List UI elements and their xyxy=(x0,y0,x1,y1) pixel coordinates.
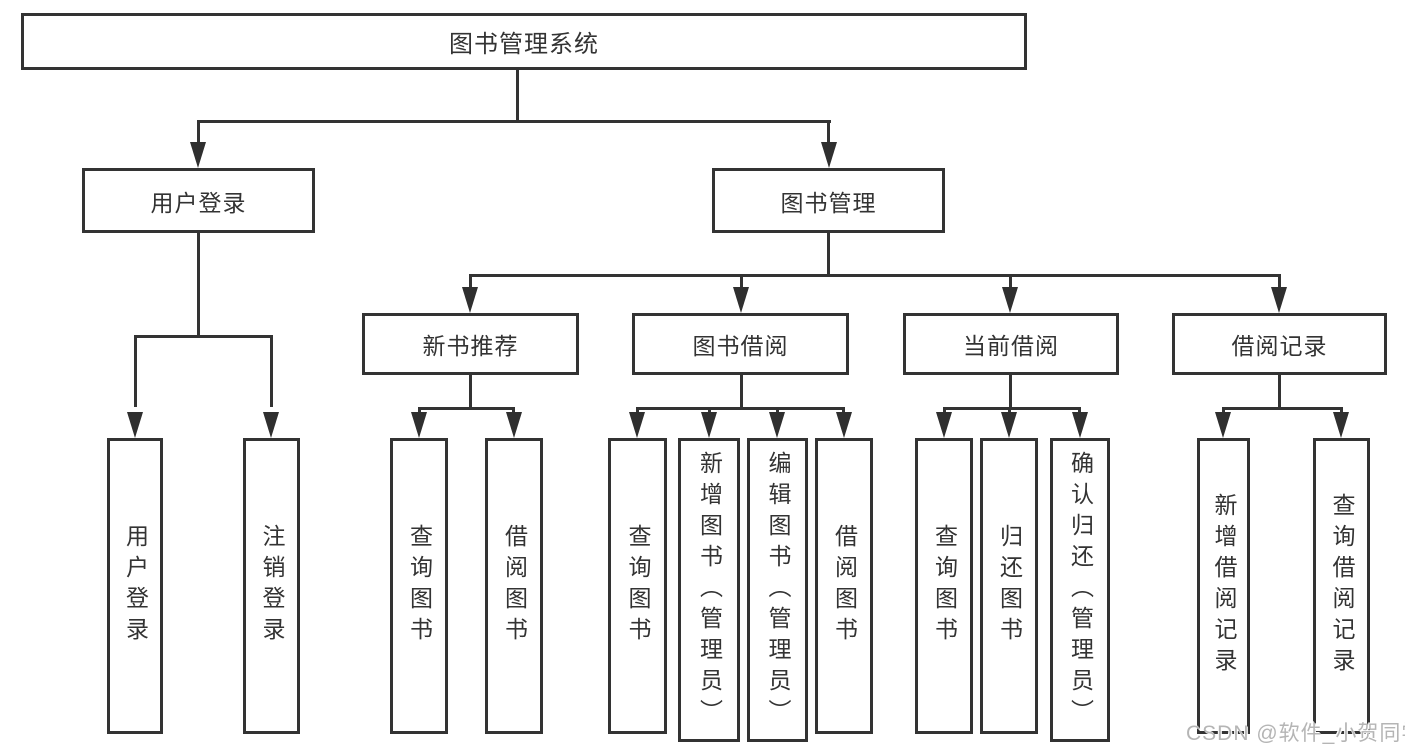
connector-drop-book-mgmt xyxy=(827,120,830,144)
connector-root-bus xyxy=(197,120,831,123)
connector-new-books-stem xyxy=(469,375,472,409)
node-borrowing: 图书借阅 xyxy=(632,313,849,375)
arrow-down-icon xyxy=(1001,412,1017,438)
connector-drop xyxy=(418,407,421,415)
connector-drop xyxy=(1222,407,1225,415)
connector-drop xyxy=(1078,407,1081,415)
node-root: 图书管理系统 xyxy=(21,13,1027,70)
leaf-current-return: 归还图书 xyxy=(980,438,1038,734)
arrow-down-icon xyxy=(190,142,206,168)
connector-book-mgmt-bus xyxy=(469,274,1280,277)
arrow-down-icon xyxy=(127,412,143,438)
arrow-down-icon xyxy=(769,412,785,438)
node-records: 借阅记录 xyxy=(1172,313,1387,375)
leaf-new-books-query: 查询图书 xyxy=(390,438,448,734)
arrow-down-icon xyxy=(733,287,749,313)
leaf-borrowing-borrow: 借阅图书 xyxy=(815,438,873,734)
arrow-down-icon xyxy=(506,412,522,438)
connector-drop xyxy=(943,407,946,415)
connector-borrowing-bus xyxy=(636,407,845,410)
connector-current-stem xyxy=(1009,375,1012,409)
node-new-books: 新书推荐 xyxy=(362,313,579,375)
node-current: 当前借阅 xyxy=(903,313,1119,375)
arrow-down-icon xyxy=(411,412,427,438)
arrow-down-icon xyxy=(263,412,279,438)
connector-user-login-stem xyxy=(197,233,200,337)
arrow-down-icon xyxy=(1002,287,1018,313)
connector-drop-records xyxy=(1278,274,1281,289)
arrow-down-icon xyxy=(701,412,717,438)
connector-drop-borrowing xyxy=(740,274,743,289)
connector-records-stem xyxy=(1278,375,1281,409)
connector-current-bus xyxy=(943,407,1081,410)
leaf-current-query: 查询图书 xyxy=(915,438,973,734)
connector-root-stem xyxy=(516,70,519,122)
connector-drop xyxy=(776,407,779,415)
connector-drop-login xyxy=(134,335,137,407)
connector-drop xyxy=(512,407,515,415)
connector-drop-new-books xyxy=(469,274,472,289)
leaf-new-books-borrow: 借阅图书 xyxy=(485,438,543,734)
arrow-down-icon xyxy=(821,142,837,168)
arrow-down-icon xyxy=(1333,412,1349,438)
connector-drop-user-login xyxy=(197,120,200,144)
leaf-records-query: 查询借阅记录 xyxy=(1313,438,1370,734)
arrow-down-icon xyxy=(1215,412,1231,438)
leaf-logout: 注销登录 xyxy=(243,438,300,734)
connector-drop xyxy=(1340,407,1343,415)
connector-drop xyxy=(708,407,711,415)
leaf-current-confirm: 确认归还（管理员） xyxy=(1050,438,1110,742)
connector-drop-current xyxy=(1009,274,1012,289)
connector-user-login-bus xyxy=(134,335,273,338)
connector-borrowing-stem xyxy=(740,375,743,409)
arrow-down-icon xyxy=(1072,412,1088,438)
arrow-down-icon xyxy=(462,287,478,313)
leaf-user-login: 用户登录 xyxy=(107,438,163,734)
arrow-down-icon xyxy=(936,412,952,438)
leaf-borrowing-edit: 编辑图书（管理员） xyxy=(747,438,808,742)
arrow-down-icon xyxy=(836,412,852,438)
node-book-mgmt: 图书管理 xyxy=(712,168,945,233)
connector-drop-logout xyxy=(270,335,273,407)
csdn-watermark: CSDN @软件_小贺同学 xyxy=(1186,722,1405,745)
arrow-down-icon xyxy=(629,412,645,438)
connector-new-books-bus xyxy=(418,407,515,410)
node-user-login: 用户登录 xyxy=(82,168,315,233)
arrow-down-icon xyxy=(1271,287,1287,313)
connector-drop xyxy=(842,407,845,415)
leaf-borrowing-query: 查询图书 xyxy=(608,438,667,734)
connector-drop xyxy=(636,407,639,415)
connector-records-bus xyxy=(1222,407,1342,410)
connector-drop xyxy=(1008,407,1011,415)
leaf-records-add: 新增借阅记录 xyxy=(1197,438,1250,734)
leaf-borrowing-add: 新增图书（管理员） xyxy=(678,438,740,742)
connector-book-mgmt-stem xyxy=(827,233,830,276)
